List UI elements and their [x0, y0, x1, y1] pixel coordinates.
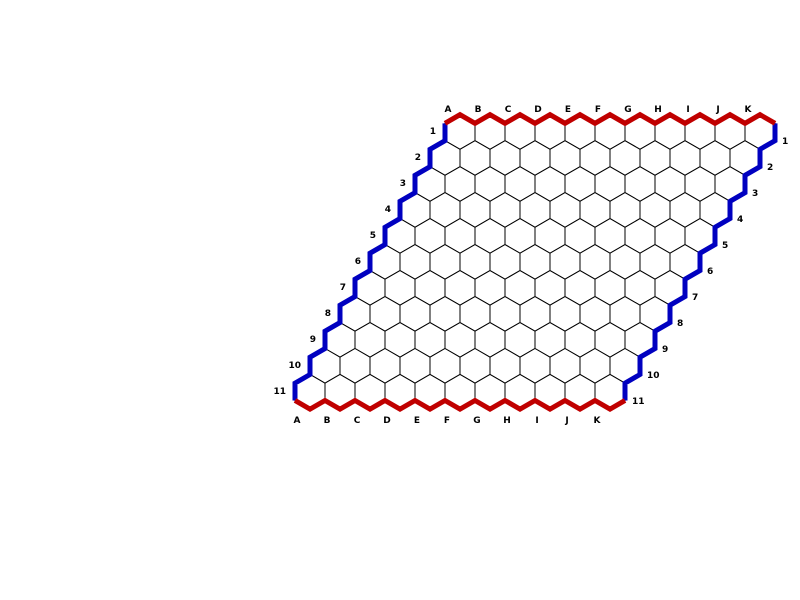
red-edge-bottom [293, 397, 627, 413]
row-label-left-7: 7 [340, 283, 346, 293]
column-label-top-J: J [715, 105, 719, 115]
column-label-top-E: E [565, 105, 571, 115]
row-label-right-4: 4 [737, 215, 743, 225]
blue-edge-right [622, 123, 778, 401]
column-label-bottom-J: J [564, 416, 568, 426]
row-label-left-5: 5 [370, 231, 376, 241]
column-label-bottom-A: A [294, 416, 301, 426]
column-label-bottom-D: D [383, 416, 390, 426]
row-label-right-8: 8 [677, 319, 683, 329]
column-label-top-B: B [475, 105, 482, 115]
row-label-right-7: 7 [692, 293, 698, 303]
column-label-bottom-E: E [414, 416, 420, 426]
row-label-left-10: 10 [288, 361, 301, 371]
column-label-top-F: F [595, 105, 601, 115]
row-label-left-11: 11 [273, 387, 286, 397]
column-label-top-G: G [624, 105, 631, 115]
row-label-left-9: 9 [310, 335, 316, 345]
column-label-bottom-C: C [354, 416, 361, 426]
row-label-right-11: 11 [632, 397, 645, 407]
row-label-right-10: 10 [647, 371, 660, 381]
row-label-right-1: 1 [782, 137, 788, 147]
column-label-top-K: K [745, 105, 753, 115]
column-label-bottom-K: K [594, 416, 602, 426]
column-label-bottom-G: G [473, 416, 480, 426]
row-label-left-2: 2 [415, 153, 421, 163]
column-label-top-A: A [445, 105, 452, 115]
row-label-left-6: 6 [355, 257, 361, 267]
labels-layer: AABBCCDDEEFFGGHHIIJJKK112233445566778899… [273, 105, 788, 426]
row-label-left-1: 1 [430, 127, 436, 137]
column-label-bottom-B: B [324, 416, 331, 426]
row-label-right-5: 5 [722, 241, 728, 251]
row-label-right-2: 2 [767, 163, 773, 173]
row-label-right-6: 6 [707, 267, 713, 277]
edges-layer [292, 111, 778, 413]
blue-edge-left [292, 123, 448, 401]
row-label-right-9: 9 [662, 345, 668, 355]
column-label-top-D: D [534, 105, 541, 115]
row-label-left-8: 8 [325, 309, 331, 319]
column-label-top-I: I [686, 105, 689, 115]
column-label-bottom-F: F [444, 416, 450, 426]
row-label-left-3: 3 [400, 179, 406, 189]
row-label-left-4: 4 [385, 205, 391, 215]
column-label-bottom-I: I [535, 416, 538, 426]
column-label-top-H: H [654, 105, 662, 115]
column-label-top-C: C [505, 105, 512, 115]
row-label-right-3: 3 [752, 189, 758, 199]
red-edge-top [443, 111, 777, 127]
column-label-bottom-H: H [503, 416, 511, 426]
cells-layer [294, 114, 776, 410]
